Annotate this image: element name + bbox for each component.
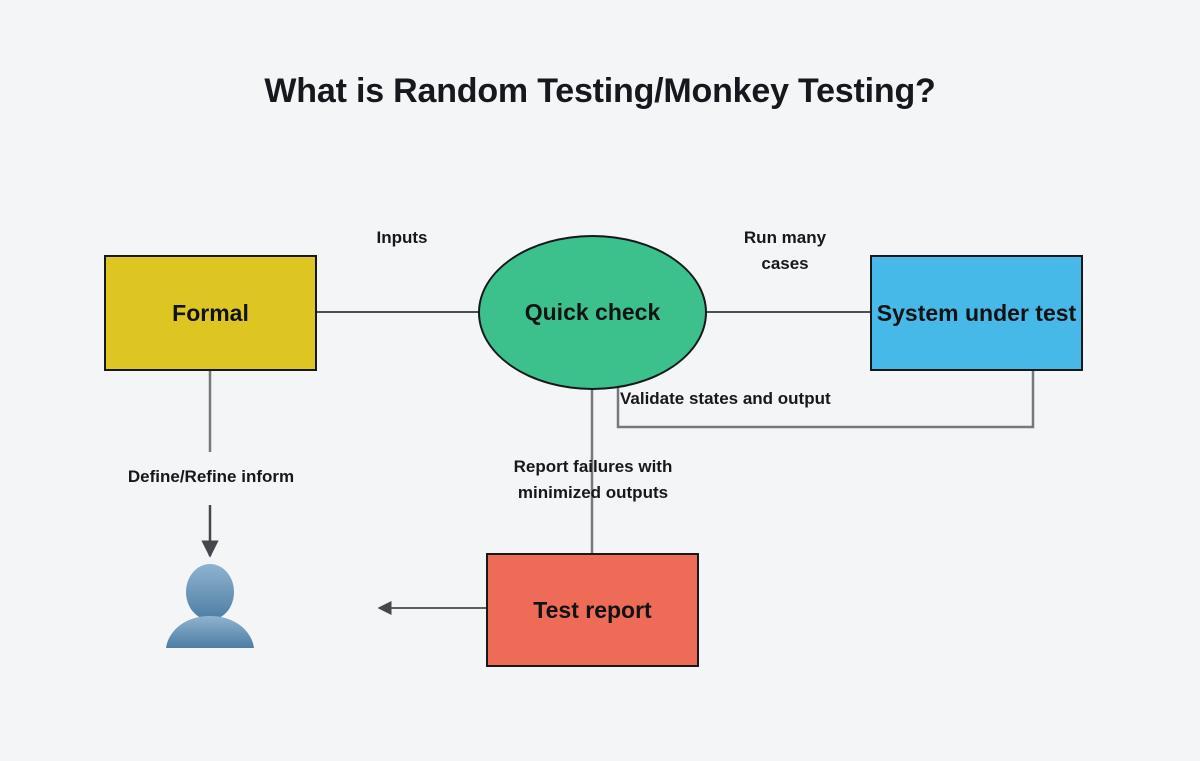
- node-test-report-label: Test report: [533, 596, 652, 623]
- person-avatar-icon: [166, 564, 254, 648]
- node-system-under-test[interactable]: System under test: [870, 255, 1083, 371]
- node-quick-check[interactable]: Quick check: [478, 235, 707, 390]
- edge-label-define-refine-inform: Define/Refine inform: [127, 467, 295, 486]
- edge-label-report-failures: Report failures with minimized outputs: [513, 457, 673, 502]
- node-quick-check-label: Quick check: [524, 299, 661, 326]
- edge-label-run-many-cases: Run many cases: [743, 228, 827, 273]
- edge-label-inputs: Inputs: [376, 228, 428, 247]
- node-system-under-test-label: System under test: [876, 299, 1077, 326]
- page-title: What is Random Testing/Monkey Testing?: [264, 72, 936, 110]
- node-formal[interactable]: Formal: [104, 255, 317, 371]
- node-test-report[interactable]: Test report: [486, 553, 699, 667]
- edge-label-validate-states-and-output: Validate states and output: [620, 389, 831, 408]
- node-formal-label: Formal: [172, 299, 249, 326]
